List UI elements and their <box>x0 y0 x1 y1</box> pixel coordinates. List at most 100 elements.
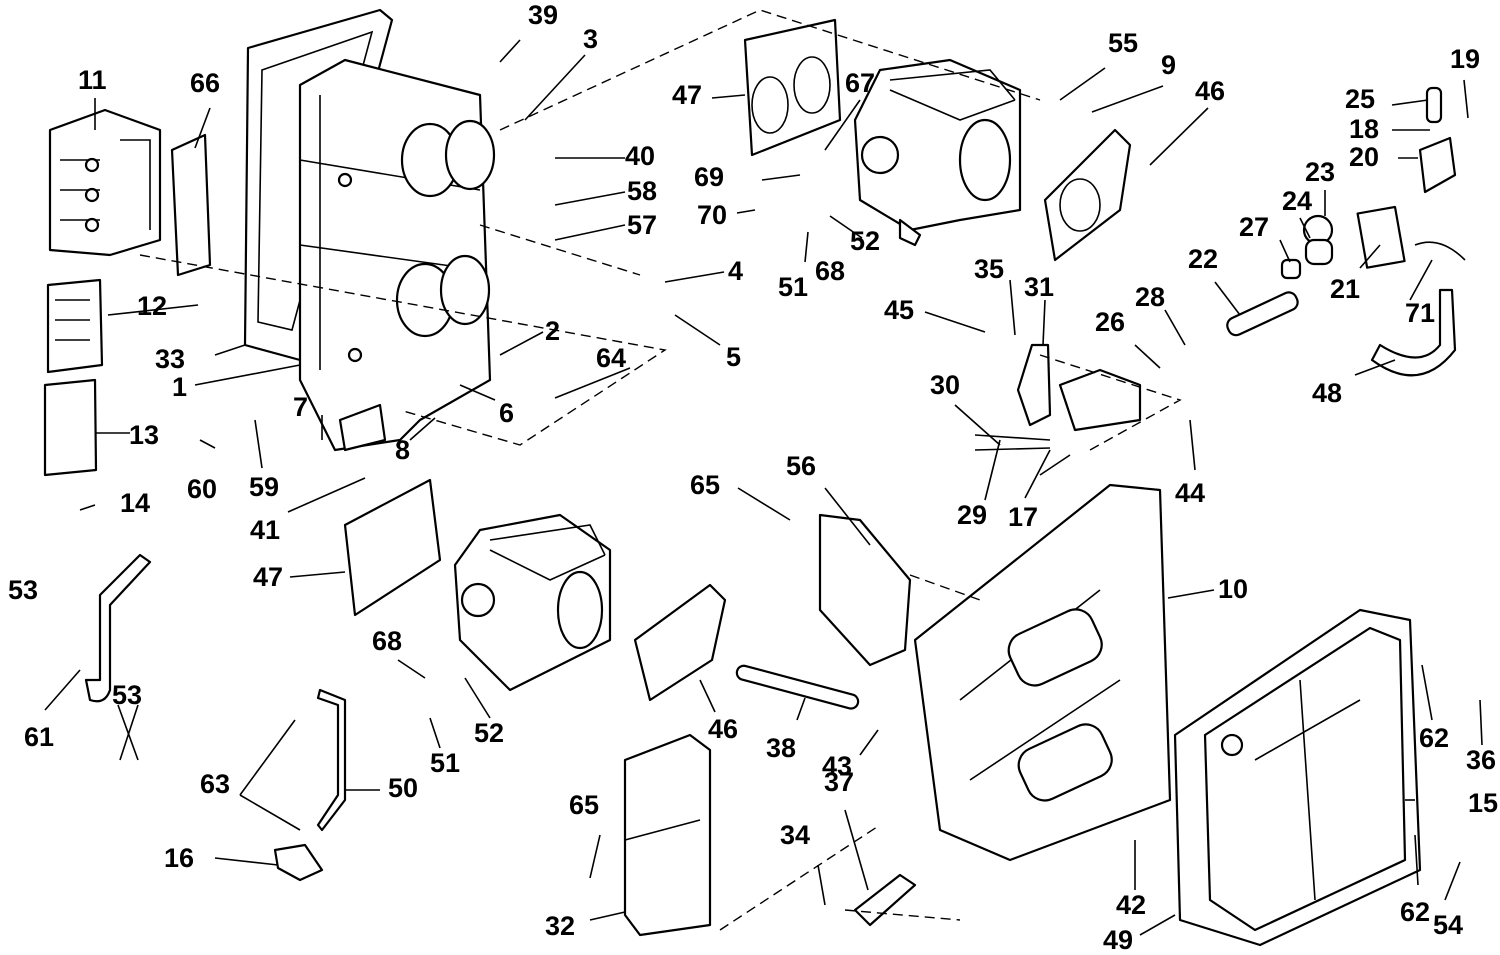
gasket-47-lower <box>343 478 442 617</box>
callout-41: 41 <box>250 515 281 545</box>
callout-65-lower: 65 <box>569 790 600 820</box>
gasket-66 <box>170 133 212 277</box>
gasket-47-upper <box>743 18 842 157</box>
callout-52-lower: 52 <box>474 718 505 748</box>
callout-62-upper: 62 <box>1419 723 1450 753</box>
alignment-lines <box>139 9 1182 931</box>
callout-16: 16 <box>164 843 195 873</box>
bracket-31 <box>1016 343 1052 427</box>
callout-62-lower: 62 <box>1400 897 1431 927</box>
callout-35: 35 <box>974 254 1005 284</box>
callout-4: 4 <box>728 256 744 286</box>
spring-24 <box>1304 238 1334 266</box>
callout-34: 34 <box>780 820 811 850</box>
plunger-22 <box>1226 291 1299 337</box>
callout-59: 59 <box>249 472 280 502</box>
callout-1: 1 <box>172 372 188 402</box>
callout-2: 2 <box>545 316 561 346</box>
callout-64: 64 <box>596 343 627 373</box>
module-17 <box>1058 368 1142 432</box>
callout-18: 18 <box>1349 114 1380 144</box>
callout-65-upper: 65 <box>690 470 721 500</box>
callout-46-lower: 46 <box>708 714 739 744</box>
clamp-71 <box>1414 241 1466 261</box>
callout-28: 28 <box>1135 282 1166 312</box>
callout-21: 21 <box>1330 274 1361 304</box>
callout-8: 8 <box>395 435 411 465</box>
hose-48 <box>1370 288 1457 377</box>
callout-60: 60 <box>187 474 218 504</box>
callout-37: 37 <box>824 767 855 797</box>
reed-housing-32 <box>623 733 712 937</box>
callout-10: 10 <box>1218 574 1249 604</box>
callout-29: 29 <box>957 500 988 530</box>
callout-31: 31 <box>1024 272 1055 302</box>
callout-45: 45 <box>884 295 915 325</box>
callout-67: 67 <box>845 68 876 98</box>
reed-plate-12 <box>46 278 104 374</box>
linkage-50 <box>316 688 347 832</box>
callout-53-right: 53 <box>112 680 143 710</box>
callout-47-lower: 47 <box>253 562 284 592</box>
callout-44: 44 <box>1175 478 1206 508</box>
callout-69: 69 <box>694 162 725 192</box>
callout-25: 25 <box>1345 84 1376 114</box>
callout-24: 24 <box>1282 186 1313 216</box>
callout-54: 54 <box>1433 910 1464 940</box>
callout-61: 61 <box>24 722 55 752</box>
callout-46-upper: 46 <box>1195 76 1226 106</box>
bracket-16 <box>273 843 324 882</box>
callout-3: 3 <box>583 24 599 54</box>
callout-19: 19 <box>1450 44 1481 74</box>
callout-5: 5 <box>726 342 742 372</box>
adaptor-plate-10 <box>913 483 1172 862</box>
callout-57: 57 <box>627 210 658 240</box>
callout-38: 38 <box>766 733 797 763</box>
fitting-25 <box>1425 86 1443 124</box>
callout-52-upper: 52 <box>850 226 881 256</box>
callout-66: 66 <box>190 68 221 98</box>
callout-63: 63 <box>200 769 231 799</box>
reed-cover-11 <box>48 108 162 257</box>
carburetor-lower <box>453 513 612 692</box>
callout-68-upper: 68 <box>815 256 846 286</box>
callout-42: 42 <box>1116 890 1147 920</box>
callout-26: 26 <box>1095 307 1126 337</box>
callout-30: 30 <box>930 370 961 400</box>
spring-27 <box>1280 258 1302 280</box>
callout-51-lower: 51 <box>430 748 461 778</box>
callout-9: 9 <box>1161 50 1177 80</box>
callout-56: 56 <box>786 451 817 481</box>
carburetor-upper <box>853 58 1022 247</box>
bracket-37 <box>853 873 917 927</box>
callout-40: 40 <box>625 141 656 171</box>
reed-housing-56 <box>818 513 912 667</box>
gasket-46-lower <box>633 583 727 702</box>
fuel-pump-20 <box>1418 136 1457 194</box>
reed-stop-13 <box>43 378 98 477</box>
callout-13: 13 <box>129 420 160 450</box>
callout-58: 58 <box>627 176 658 206</box>
callout-32: 32 <box>545 911 576 941</box>
callout-50: 50 <box>388 773 419 803</box>
callout-6: 6 <box>499 398 515 428</box>
gasket-46-upper <box>1043 128 1132 262</box>
callout-20: 20 <box>1349 142 1380 172</box>
callout-53-left: 53 <box>8 575 39 605</box>
callout-33: 33 <box>155 344 186 374</box>
diaphragm-21 <box>1356 205 1406 269</box>
hose-set-61 <box>84 553 152 703</box>
callout-51-upper: 51 <box>778 272 809 302</box>
callout-36: 36 <box>1466 745 1497 775</box>
callout-43: 43 <box>822 751 853 781</box>
callout-14: 14 <box>120 488 151 518</box>
callout-27: 27 <box>1239 212 1270 242</box>
callout-70: 70 <box>697 200 728 230</box>
callout-39: 39 <box>528 0 559 30</box>
callout-48: 48 <box>1312 378 1343 408</box>
callout-17: 17 <box>1008 502 1039 532</box>
intake-manifold-1 <box>298 58 496 452</box>
callout-47-upper: 47 <box>672 80 703 110</box>
callout-11: 11 <box>78 65 107 95</box>
